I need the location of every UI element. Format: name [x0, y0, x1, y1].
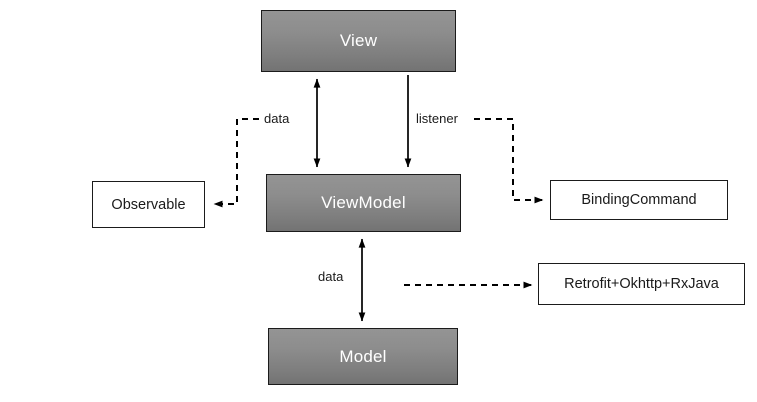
node-model-label: Model [339, 346, 387, 366]
node-retrofit-label: Retrofit+Okhttp+RxJava [564, 276, 719, 292]
edge-label-listener: listener [416, 111, 458, 126]
edge-label-data-bottom: data [318, 269, 344, 284]
node-model[interactable]: Model [268, 328, 458, 385]
node-bindingcommand-label: BindingCommand [581, 192, 697, 208]
node-viewmodel-label: ViewModel [321, 193, 406, 212]
node-bindingcommand[interactable]: BindingCommand [550, 180, 728, 220]
node-view-label: View [339, 31, 378, 50]
node-viewmodel[interactable]: ViewModel [266, 174, 461, 232]
node-observable-label: Observable [111, 196, 186, 213]
edge-data-observable-dashed [213, 118, 259, 208]
edge-listener-bindingcommand-dashed [474, 118, 544, 204]
edge-label-data-top: data [264, 111, 290, 126]
node-view[interactable]: View [261, 10, 456, 72]
node-observable[interactable]: Observable [92, 181, 205, 228]
node-retrofit-okhttp-rxjava[interactable]: Retrofit+Okhttp+RxJava [538, 263, 745, 305]
